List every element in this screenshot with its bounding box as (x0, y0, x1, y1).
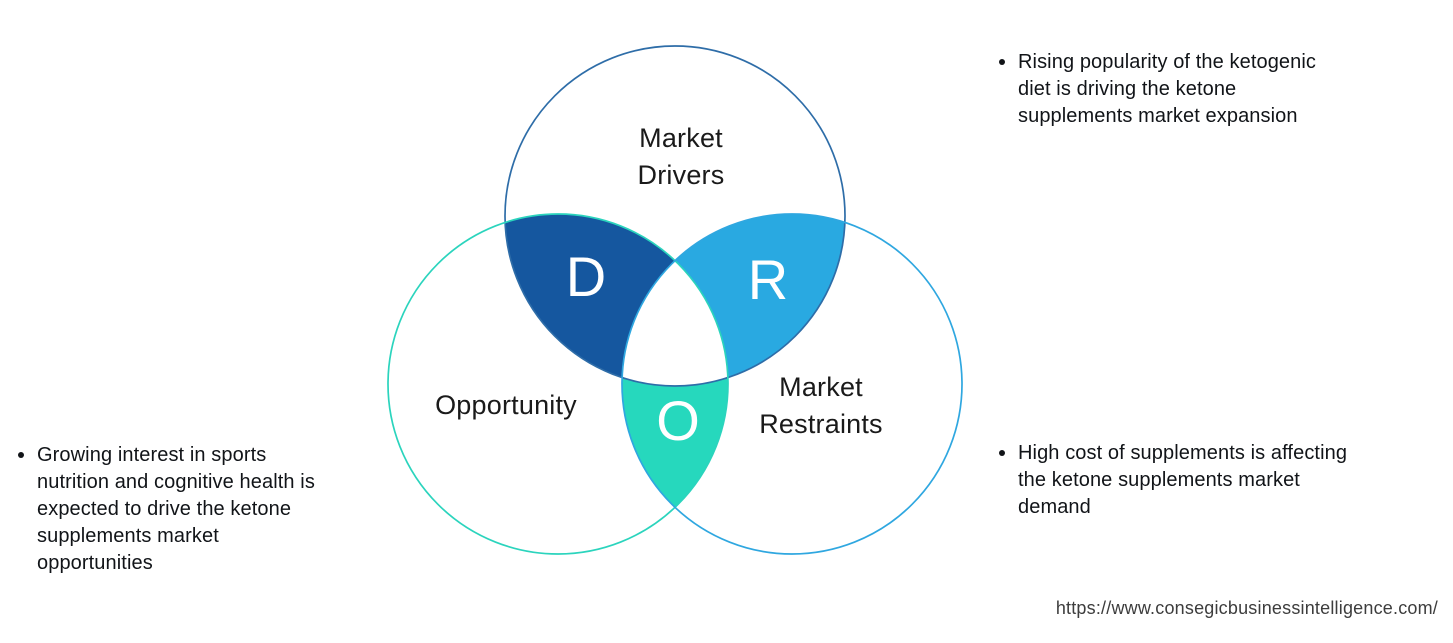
restraints-circle-outline (621, 213, 963, 555)
drivers-letter: D (565, 245, 607, 308)
opportunity-label: Opportunity (435, 390, 577, 420)
opportunity-bullet-text: Growing interest in sports nutrition and… (37, 444, 315, 574)
opportunity-bullet: Growing interest in sports nutrition and… (18, 442, 408, 577)
drivers-bullet-text: Rising popularity of the ketogenic diet … (1018, 51, 1317, 127)
source-url: https://www.consegicbusinessintelligence… (1055, 598, 1438, 618)
restraints-bullet-text: High cost of supplements is affecting th… (1018, 442, 1348, 518)
restraints-bullet: High cost of supplements is affecting th… (999, 440, 1429, 521)
restraints-letter: R (747, 248, 789, 311)
drivers-bullet: Rising popularity of the ketogenic diet … (999, 49, 1409, 130)
bullet-dot (18, 452, 24, 458)
market-drivers-label: Market Drivers (637, 123, 725, 190)
opportunity-circle-outline (387, 213, 729, 555)
bullet-dot (999, 59, 1005, 65)
bullet-dot (999, 450, 1005, 456)
opportunity-letter: O (656, 389, 700, 452)
market-restraints-label: Market Restraints (759, 372, 883, 439)
drivers-circle-outline (504, 45, 846, 387)
